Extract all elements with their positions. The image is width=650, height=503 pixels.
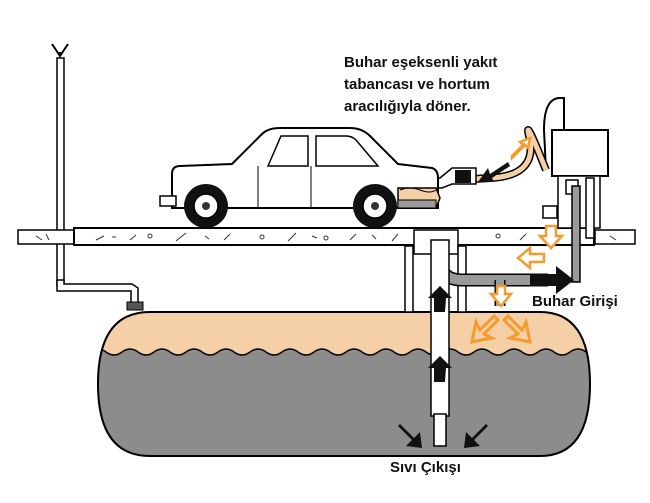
liquid-flow-arrows (398, 162, 574, 448)
submersible-pump-pipe (430, 239, 450, 447)
car-front-wheel (184, 184, 228, 228)
liquid-up-arrow-lower (428, 356, 452, 382)
vapor-arrow-hose-up (510, 135, 532, 162)
vapor-arrow-diffuse-right (501, 313, 532, 344)
liquid-up-arrow-upper (428, 286, 452, 312)
callout-line-1: Buhar eşeksenli yakıt (344, 54, 498, 71)
liquid-fuel (98, 348, 590, 456)
fuel-dispenser (542, 97, 609, 283)
inflow-arrow-right (464, 424, 488, 448)
vapor-arrow-diffuse-left (470, 313, 501, 344)
vapor-return-callout: Buhar eşeksenli yakıt tabancası ve hortu… (344, 52, 564, 118)
vent-pipe (51, 43, 144, 311)
vapor-flow-arrows (488, 135, 565, 308)
car-rear-wheel (353, 184, 397, 228)
vapor-inlet-label: Buhar Girişi (532, 293, 618, 310)
liquid-outlet-label: Sıvı Çıkışı (390, 459, 461, 476)
callout-line-2: tabancası ve hortum (344, 76, 490, 93)
callout-line-3: aracılığıyla döner. (344, 98, 471, 115)
vapor-inlet-arrow (530, 266, 574, 294)
ground-slab (17, 227, 636, 246)
vapor-arrow-left (516, 245, 546, 271)
inflow-arrow-left (398, 424, 422, 448)
nozzle-return-arrow (478, 162, 510, 182)
car (159, 127, 441, 228)
vapor-diffusion-arrows (470, 313, 532, 344)
vapor-arrow-down-2 (488, 284, 514, 308)
vapor-arrow-down-1 (537, 224, 565, 250)
